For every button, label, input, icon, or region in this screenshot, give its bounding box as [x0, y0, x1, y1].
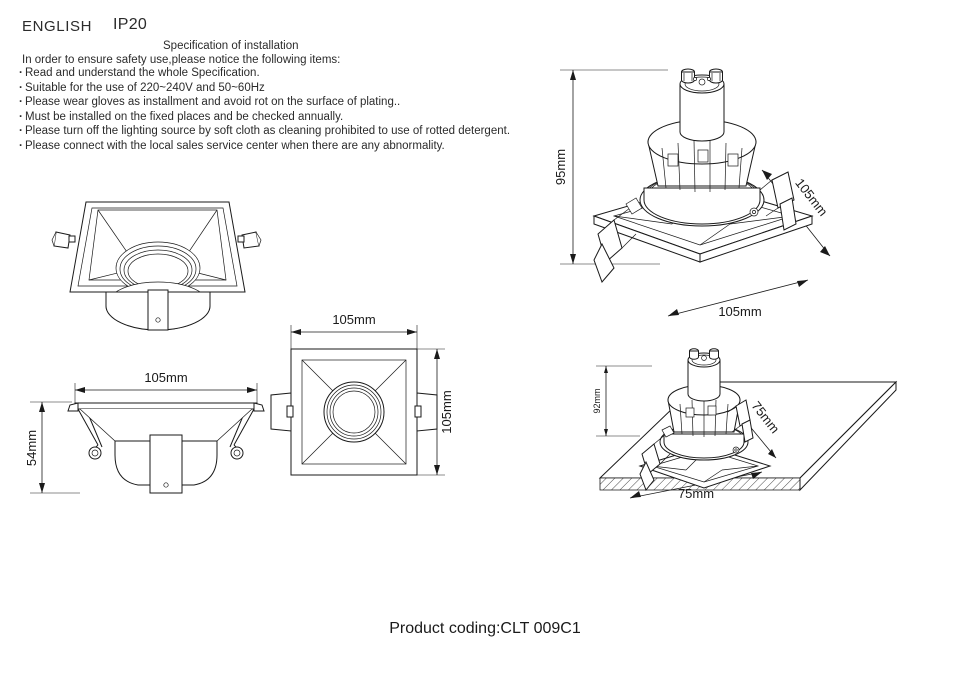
language-label: ENGLISH	[22, 18, 93, 35]
dimension-height-label: 54mm	[24, 430, 39, 466]
product-coding-label: Product coding:CLT 009C1	[389, 620, 581, 637]
installation-instruction-list: Read and understand the whole Specificat…	[19, 66, 539, 154]
dimension-height-label: 105mm	[439, 390, 454, 433]
drawing-isometric-assembly: 95mm 105mm 105mm	[540, 48, 860, 338]
dimension-height-label: 95mm	[553, 149, 568, 185]
ip-rating-label: IP20	[113, 16, 148, 33]
drawing-ceiling-installation: 92mm 75mm 75mm	[500, 338, 940, 548]
spring-clip	[593, 197, 643, 283]
spring-clip	[639, 425, 675, 491]
spring-clip	[727, 399, 754, 443]
drawing-front-perspective	[30, 180, 280, 331]
list-item: Read and understand the whole Specificat…	[19, 66, 539, 81]
gu10-pin-icon	[681, 68, 695, 84]
drawing-plan-view: 105mm 105mm	[265, 305, 475, 515]
list-item: Please turn off the lighting source by s…	[19, 124, 539, 139]
gu10-pin-icon	[709, 68, 723, 84]
gu10-pin-icon	[689, 348, 699, 360]
list-item: Please wear gloves as installment and av…	[19, 95, 539, 110]
dimension-cutout-width-label: 75mm	[678, 486, 714, 501]
dimension-height-label: 92mm	[592, 388, 602, 413]
dimension-width-label: 105mm	[718, 304, 761, 319]
gu10-pin-icon	[709, 348, 719, 360]
dimension-width-label: 105mm	[144, 370, 187, 385]
dimension-width-label: 105mm	[332, 312, 375, 327]
spring-clip	[759, 171, 797, 231]
drawing-side-elevation: 105mm 54mm	[20, 355, 290, 515]
specification-title: Specification of installation	[163, 40, 299, 52]
list-item: Please connect with the local sales serv…	[19, 139, 539, 154]
list-item: Must be installed on the fixed places an…	[19, 110, 539, 125]
specification-intro: In order to ensure safety use,please not…	[22, 54, 341, 66]
list-item: Suitable for the use of 220~240V and 50~…	[19, 81, 539, 96]
